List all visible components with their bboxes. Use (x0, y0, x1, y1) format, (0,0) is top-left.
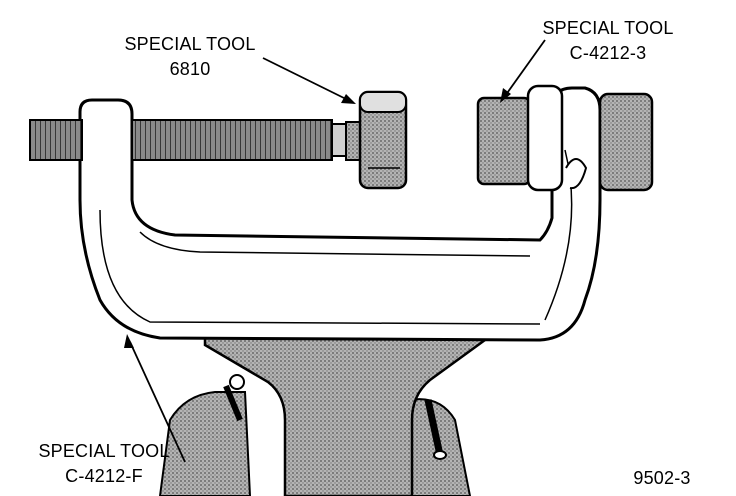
threaded-screw (29, 119, 347, 161)
label-c4212-f-line1: SPECIAL TOOL (38, 441, 169, 461)
label-c4212-3-line1: SPECIAL TOOL (542, 18, 673, 38)
leader-lines (124, 39, 546, 463)
arrow-head-c4212-f (124, 334, 134, 348)
tool-6810-cylinder (345, 90, 408, 190)
vise-base (158, 291, 487, 496)
label-c4212-f-line2: C-4212-F (65, 466, 143, 486)
arrow-head-6810 (341, 94, 356, 104)
tool-c4212-3-cup (476, 84, 654, 192)
c-frame-tool (78, 86, 602, 342)
arrow-head-c4212-3 (500, 88, 511, 103)
label-c4212-3-line2: C-4212-3 (570, 43, 647, 63)
label-6810-line2: 6810 (170, 59, 211, 79)
figure-number: 9502-3 (633, 468, 690, 488)
label-6810-line1: SPECIAL TOOL (124, 34, 255, 54)
